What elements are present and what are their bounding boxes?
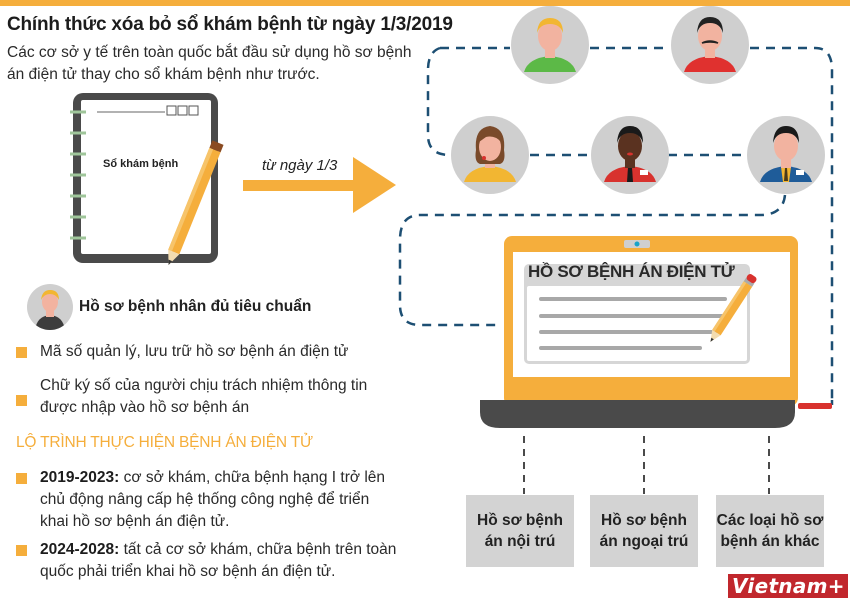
vietnamplus-logo: Vietnam+ [728, 574, 848, 598]
record-type-inpatient: Hồ sơ bệnh án nội trú [466, 495, 574, 567]
bullet-square-icon [16, 473, 27, 484]
roadmap-title: LỘ TRÌNH THỰC HIỆN BỆNH ÁN ĐIỆN TỬ [16, 434, 313, 451]
notebook-label: Sổ khám bệnh [103, 158, 179, 170]
patient-avatar-icon [27, 284, 73, 330]
patient-profile-header: Hồ sơ bệnh nhân đủ tiêu chuẩn [27, 284, 311, 330]
record-type-outpatient: Hồ sơ bệnh án ngoại trú [590, 495, 698, 567]
phase-period: 2024-2028: [40, 541, 120, 558]
requirement-item: Chữ ký số của người chịu trách nhiệm thô… [16, 375, 396, 419]
bullet-square-icon [16, 395, 27, 406]
person-headset-yellow-avatar [451, 116, 529, 194]
person-green-shirt-avatar [511, 6, 589, 84]
cable-plug [798, 403, 832, 409]
laptop-screen-title: HỒ SƠ BỆNH ÁN ĐIỆN TỬ [528, 262, 735, 281]
pencil-icon [710, 274, 757, 342]
arrow-label: từ ngày 1/3 [262, 157, 338, 174]
bullet-square-icon [16, 545, 27, 556]
person-red-shirt-mustache-avatar [671, 6, 749, 84]
phase-period: 2019-2023: [40, 469, 120, 486]
page-subtitle: Các cơ sở y tế trên toàn quốc bắt đầu sử… [7, 44, 412, 83]
person-red-shirt-tie-avatar [591, 116, 669, 194]
laptop-icon [480, 236, 798, 428]
bullet-square-icon [16, 347, 27, 358]
roadmap-phase: 2019-2023: cơ sở khám, chữa bệnh hạng I … [16, 467, 401, 533]
requirement-item: Mã số quản lý, lưu trữ hồ sơ bệnh án điệ… [16, 341, 411, 363]
arrow-right-icon [243, 157, 396, 213]
roadmap-phase: 2024-2028: tất cả cơ sở khám, chữa bệnh … [16, 539, 416, 583]
network-dashed-lines [398, 46, 834, 405]
phase-text: tất cả cơ sở khám, chữa bệnh trên toàn q… [40, 541, 397, 580]
patient-profile-title: Hồ sơ bệnh nhân đủ tiêu chuẩn [79, 298, 312, 315]
person-blue-suit-avatar [747, 116, 825, 194]
page-title: Chính thức xóa bỏ sổ khám bệnh từ ngày 1… [7, 14, 453, 35]
top-accent-bar [0, 0, 850, 6]
pencil-icon [168, 140, 224, 265]
record-type-other: Các loại hồ sơ bệnh án khác [716, 495, 824, 567]
record-connectors [523, 436, 770, 494]
phase-text: cơ sở khám, chữa bệnh hạng I trở lên chủ… [40, 469, 386, 530]
notebook-icon [70, 93, 218, 263]
